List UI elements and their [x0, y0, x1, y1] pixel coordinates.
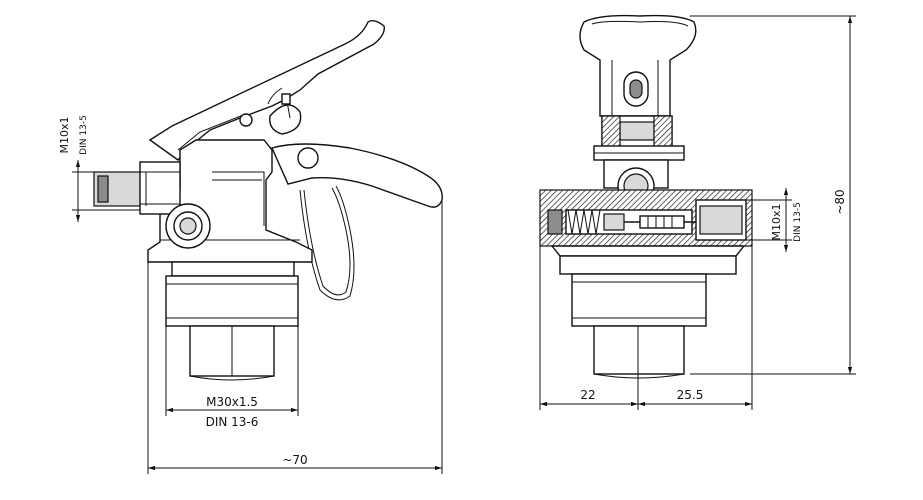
- dim-bottom-segments: 22 25.5: [539, 246, 753, 410]
- right-thread-label-top: M10x1: [770, 204, 783, 241]
- neck-thread-label-top: M30x1.5: [206, 395, 258, 409]
- neck-thread-label-bottom: DIN 13-6: [206, 415, 259, 429]
- neck-collar: [171, 261, 295, 277]
- dim-right-thread: M10x1 DIN 13-5: [746, 188, 803, 252]
- lever-handle: [148, 19, 385, 161]
- carrying-handle: [271, 143, 443, 208]
- safety-pin: [269, 104, 302, 135]
- spring: [567, 209, 601, 235]
- overall-width-label: ~70: [282, 453, 307, 467]
- right-thread-label-bottom: DIN 13-5: [793, 202, 803, 242]
- dim-25-5-label: 25.5: [677, 388, 704, 402]
- section-thread: [571, 273, 707, 327]
- dim-overall-height: ~80: [690, 15, 856, 375]
- dim-neck-thread: M30x1.5 DIN 13-6: [165, 326, 299, 429]
- section-lever: [579, 14, 697, 117]
- section-view: [539, 14, 753, 379]
- dim-left-thread: M10x1 DIN 13-5: [58, 115, 140, 222]
- side-view: [93, 19, 443, 381]
- left-thread-label-bottom: DIN 13-5: [79, 115, 89, 155]
- wire-loop: [299, 185, 355, 301]
- dim-overall-width: ~70: [147, 200, 443, 474]
- overall-height-label: ~80: [833, 189, 847, 214]
- left-thread-label-top: M10x1: [58, 117, 71, 154]
- dim-22-label: 22: [580, 388, 595, 402]
